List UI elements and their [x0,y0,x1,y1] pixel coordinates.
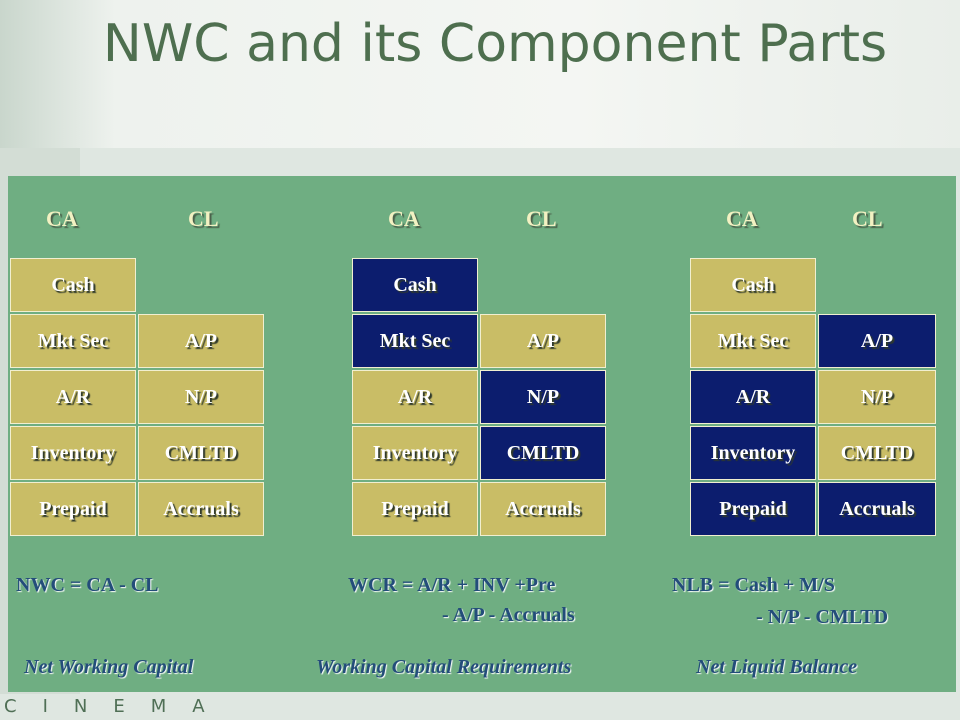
wcr-caption: Working Capital Requirements [316,656,572,678]
cl-item-cmltd: CMLTD [818,426,936,480]
cl-item-np: N/P [138,370,264,424]
ca-header: CA [388,206,420,231]
cl-item-ap: A/P [480,314,606,368]
footer-band [0,694,960,720]
cl-item-np: N/P [480,370,606,424]
cl-item-ap: A/P [138,314,264,368]
nlb-formula-line1: NLB = Cash + M/S [672,574,835,596]
ca-item-mkt-sec: Mkt Sec [690,314,816,368]
ca-item-prepaid: Prepaid [352,482,478,536]
slide-title: NWC and its Component Parts [102,14,888,74]
ca-item-ar: A/R [690,370,816,424]
ca-item-inventory: Inventory [352,426,478,480]
ca-item-prepaid: Prepaid [10,482,136,536]
ca-item-cash: Cash [352,258,478,312]
ca-item-mkt-sec: Mkt Sec [10,314,136,368]
cl-item-accruals: Accruals [138,482,264,536]
cl-header: CL [188,206,219,231]
title-bar [0,0,960,148]
nwc-caption: Net Working Capital [24,656,194,678]
nwc-formula: NWC = CA - CL [16,574,159,596]
ca-item-ar: A/R [352,370,478,424]
ca-item-inventory: Inventory [10,426,136,480]
ca-item-prepaid: Prepaid [690,482,816,536]
cl-header: CL [852,206,883,231]
cl-item-accruals: Accruals [480,482,606,536]
cl-item-cmltd: CMLTD [138,426,264,480]
ca-item-ar: A/R [10,370,136,424]
cl-item-accruals: Accruals [818,482,936,536]
ca-item-cash: Cash [10,258,136,312]
wcr-formula-line2: - A/P - Accruals [442,604,575,626]
cl-item-ap: A/P [818,314,936,368]
ca-header: CA [726,206,758,231]
cl-item-np: N/P [818,370,936,424]
nlb-caption: Net Liquid Balance [696,656,858,678]
cinema-logo: CINEMA [4,696,231,717]
ca-item-inventory: Inventory [690,426,816,480]
cl-header: CL [526,206,557,231]
wcr-formula-line1: WCR = A/R + INV +Pre [348,574,556,596]
nlb-formula-line2: - N/P - CMLTD [756,606,889,628]
ca-item-cash: Cash [690,258,816,312]
ca-item-mkt-sec: Mkt Sec [352,314,478,368]
ca-header: CA [46,206,78,231]
cl-item-cmltd: CMLTD [480,426,606,480]
